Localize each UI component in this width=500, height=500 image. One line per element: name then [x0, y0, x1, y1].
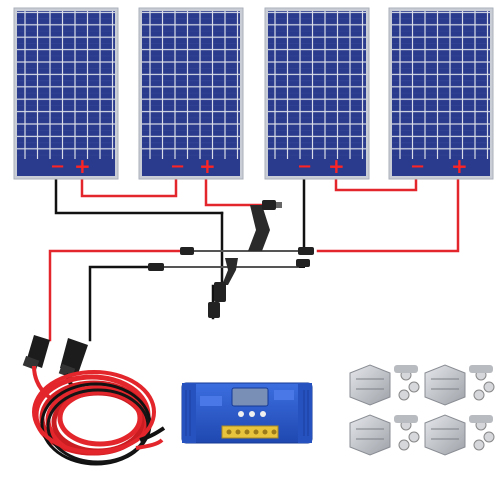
wiring	[48, 176, 460, 342]
red-wire-main-positive	[48, 249, 184, 342]
solar-panel-array: − + − + − + − +	[13, 7, 494, 180]
black-wire-main-negative	[88, 265, 152, 342]
controller-button-1	[238, 411, 244, 417]
panel-4-plus-sign: +	[451, 154, 468, 178]
solar-panel-1: − +	[13, 7, 119, 180]
controller-label-right	[274, 390, 294, 400]
controller-lcd-screen	[231, 387, 269, 407]
panel-1-plus-sign: +	[74, 154, 91, 178]
solar-panel-3: − +	[264, 7, 370, 180]
z-mounting-bracket-set-4	[424, 414, 495, 456]
solar-panel-2: − +	[138, 7, 244, 180]
red-wire-panel2-positive	[204, 176, 264, 207]
mc4-y-branch-connector-upper	[248, 200, 282, 251]
red-wire-panel4-positive	[316, 176, 460, 253]
panel-1-minus-sign: −	[50, 156, 65, 177]
z-mounting-bracket-sets	[349, 364, 495, 456]
mc4-y-branch-connector-lower	[214, 258, 238, 302]
panel-2-plus-sign: +	[199, 154, 216, 178]
controller-terminal-block	[221, 425, 279, 439]
red-black-cable-coil	[22, 335, 166, 466]
mc4-inline-connector-3	[298, 247, 314, 255]
controller-button-2	[249, 411, 255, 417]
red-wire-series-2	[334, 176, 418, 192]
panel-3-minus-sign: −	[297, 156, 312, 177]
panel-2-minus-sign: −	[170, 156, 185, 177]
z-mounting-bracket-set-1	[349, 364, 420, 406]
panel-3-plus-sign: +	[328, 154, 345, 178]
connectors	[148, 200, 314, 318]
mc4-inline-connector-5	[208, 302, 220, 318]
controller-button-3	[260, 411, 266, 417]
solar-panel-4: − +	[388, 7, 494, 180]
z-mounting-bracket-set-2	[424, 364, 495, 406]
z-mounting-bracket-set-3	[349, 414, 420, 456]
panel-4-minus-sign: −	[410, 156, 425, 177]
mc4-inline-connector-4	[296, 259, 310, 267]
red-wire-series-1	[80, 176, 178, 198]
pwm-charge-controller	[181, 382, 313, 444]
mc4-inline-connector-2	[148, 263, 164, 271]
mc4-inline-connector-1	[180, 247, 194, 255]
black-wire-panel1-negative	[54, 176, 224, 215]
controller-label-left	[200, 396, 222, 406]
